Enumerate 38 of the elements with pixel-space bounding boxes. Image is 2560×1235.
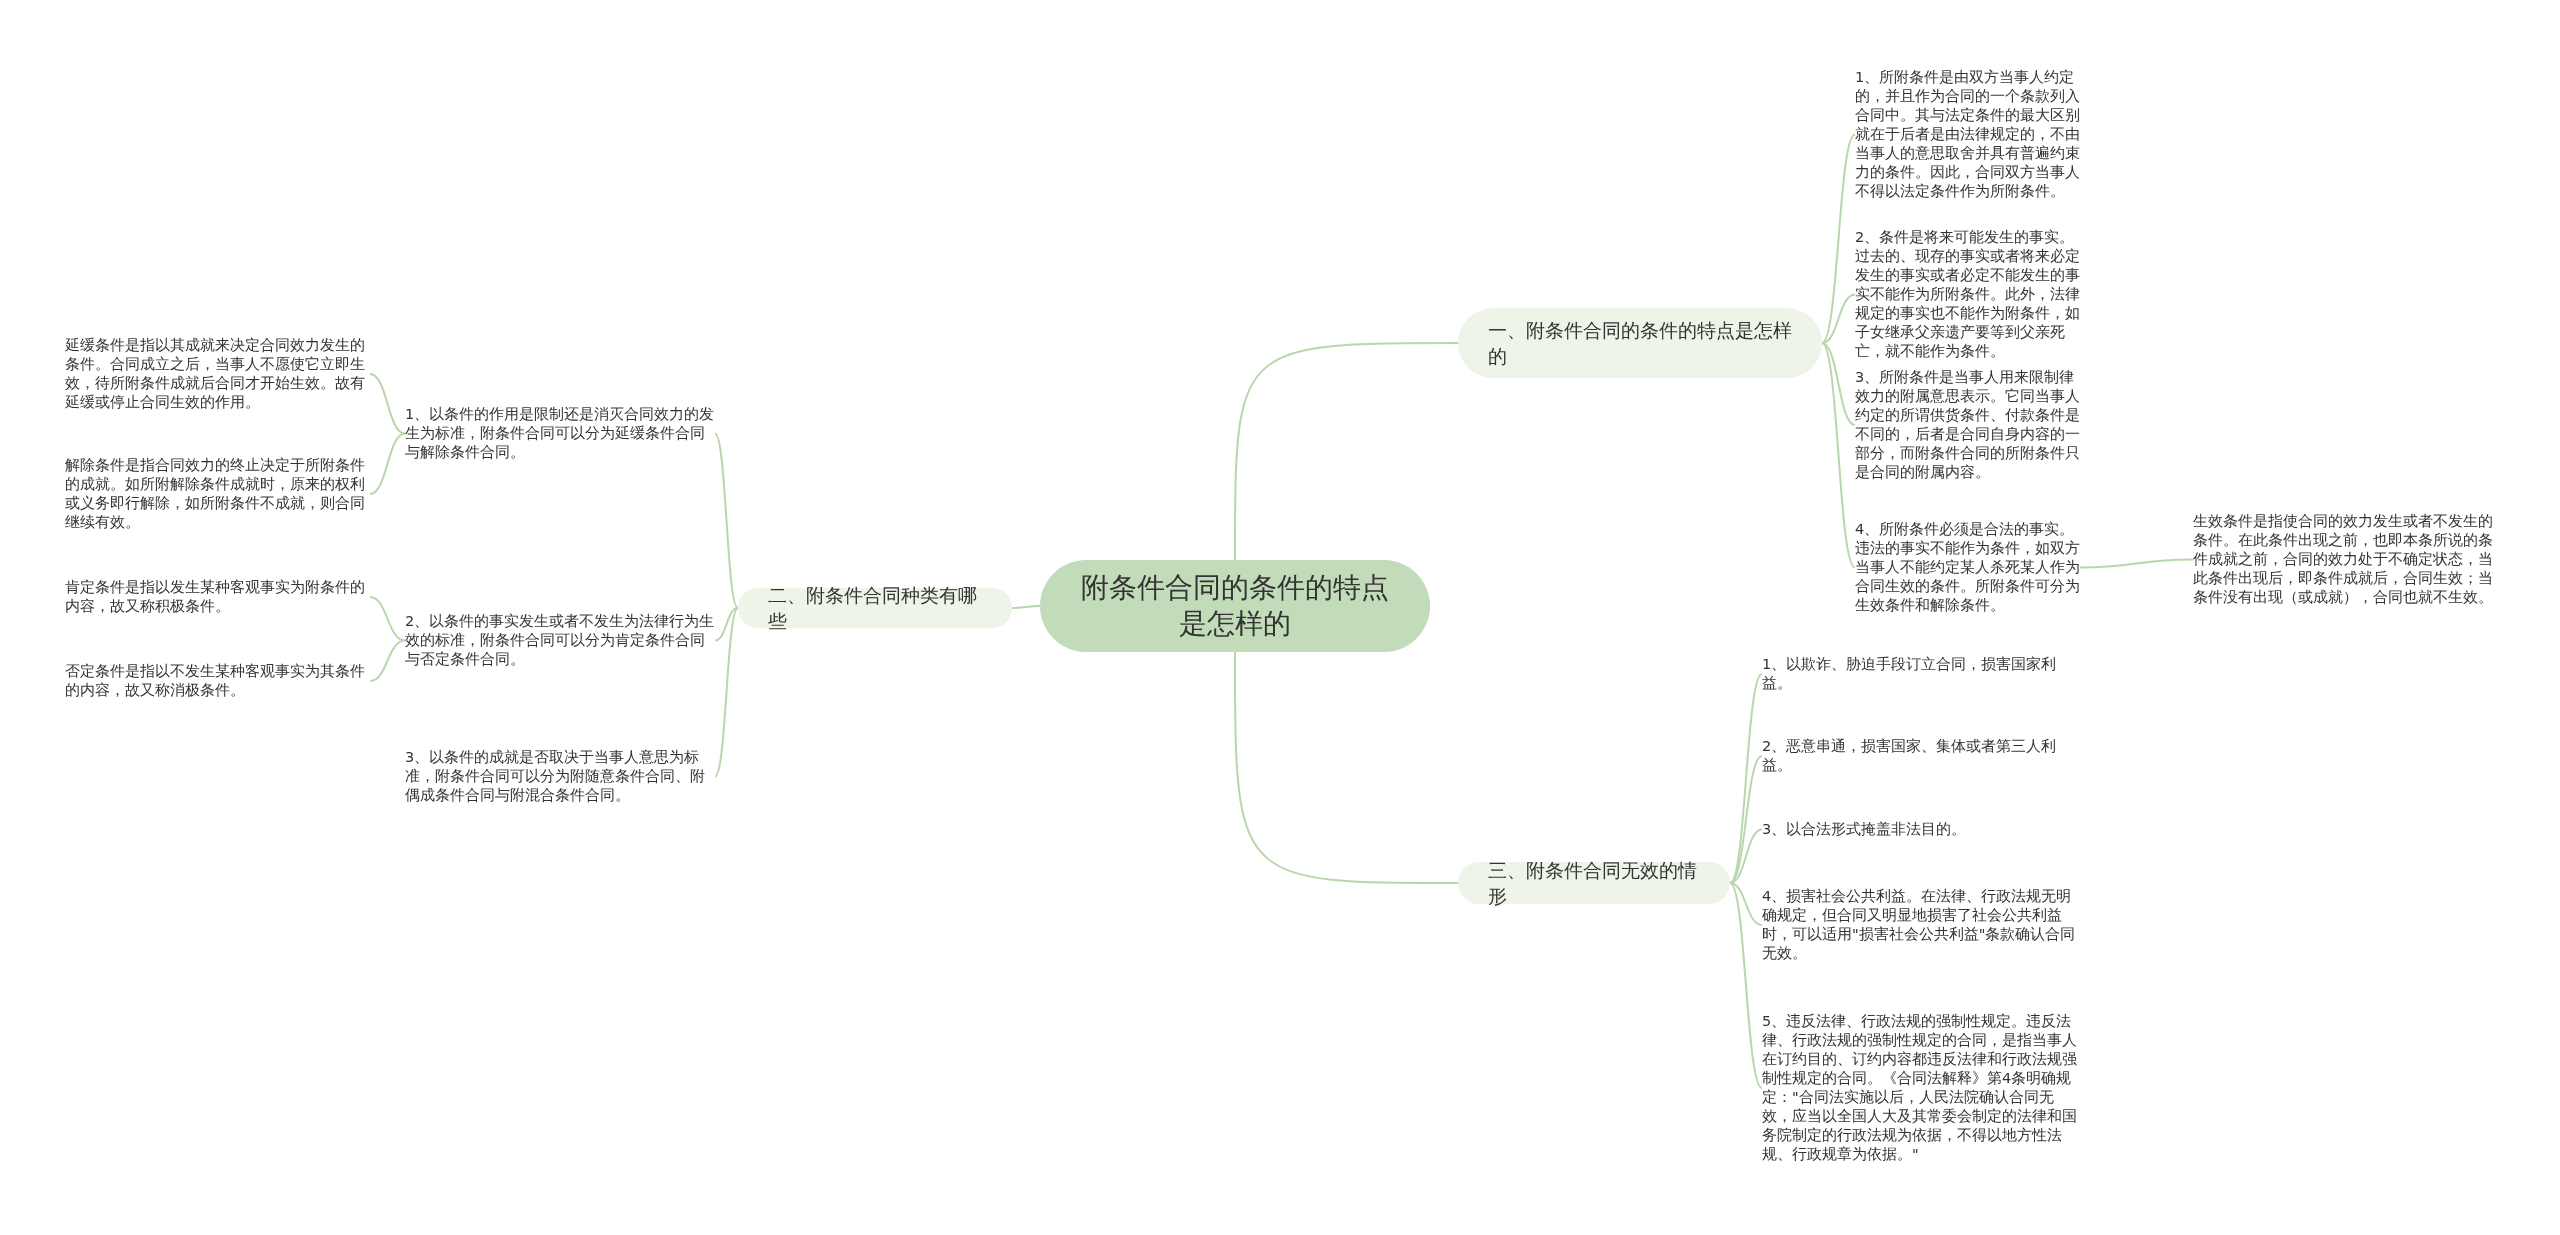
connector — [369, 639, 406, 682]
connector — [1821, 342, 1856, 569]
note-text: 1、以条件的作用是限制还是消灭合同效力的发生为标准，附条件合同可以分为延缓条件合同与解除条件合同。 — [405, 405, 715, 462]
connector — [1821, 342, 1856, 426]
note-text: 4、所附条件必须是合法的事实。违法的事实不能作为条件，如双方当事人不能约定某人杀死某人作为合同生效的条件。所附条件可分为生效条件和解除条件。 — [1855, 520, 2080, 615]
note-text: 延缓条件是指以其成就来决定合同效力发生的条件。合同成立之后，当事人不愿使它立即生效，待所附条件成就后合同才开始生效。故有延缓或停止合同生效的作用。 — [65, 336, 370, 412]
note-text: 2、以条件的事实发生或者不发生为法律行为生效的标准，附条件合同可以分为肯定条件合同与否定条件合同。 — [405, 612, 715, 669]
connector — [1729, 882, 1763, 926]
connector — [1011, 605, 1041, 609]
note-text: 4、损害社会公共利益。在法律、行政法规无明确规定，但合同又明显地损害了社会公共利益时，可以适用"损害社会公共利益"条款确认合同无效。 — [1762, 887, 2082, 963]
note-text: 3、以合法形式掩盖非法目的。 — [1762, 820, 2082, 839]
topic-pill: 二、附条件合同种类有哪些 — [738, 588, 1012, 628]
topic-pill: 三、附条件合同无效的情形 — [1458, 862, 1730, 904]
note-text: 解除条件是指合同效力的终止决定于所附条件的成就。如所附解除条件成就时，原来的权利或义务即行解除，如所附条件不成就，则合同继续有效。 — [65, 456, 370, 532]
connector — [714, 607, 739, 778]
connector — [369, 596, 406, 642]
note-text: 生效条件是指使合同的效力发生或者不发生的条件。在此条件出现之前，也即本条所说的条件成就之前，合同的效力处于不确定状态，当此条件出现后，即条件成就后，合同生效；当条件没有出现（或成就），合同也就不生效。 — [2193, 512, 2498, 607]
note-text: 3、以条件的成就是否取决于当事人意思为标准，附条件合同可以分为附随意条件合同、附偶成条件合同与附混合条件合同。 — [405, 748, 715, 805]
connector — [1729, 882, 1763, 1089]
connector — [714, 607, 739, 642]
note-text: 5、违反法律、行政法规的强制性规定。违反法律、行政法规的强制性规定的合同，是指当事人在订约目的、订约内容都违反法律和行政法规强制性规定的合同。《合同法解释》第4条明确规定："合同法实施以后，人民法院确认合同无效，应当以全国人大及其常委会制定的法律和国务院制定的行政法规为依据，不得以地方性法规、行政规章为依据。" — [1762, 1012, 2082, 1164]
connector — [369, 373, 406, 435]
connector — [1821, 293, 1856, 344]
connector — [1821, 133, 1856, 344]
connector — [1234, 342, 1459, 561]
connector — [714, 432, 739, 609]
note-text: 1、以欺诈、胁迫手段订立合同，损害国家利益。 — [1762, 655, 2082, 693]
connector — [369, 432, 406, 495]
topic-pill: 一、附条件合同的条件的特点是怎样的 — [1458, 308, 1822, 378]
note-text: 否定条件是指以不发生某种客观事实为其条件的内容，故又称消极条件。 — [65, 662, 370, 700]
note-text: 3、所附条件是当事人用来限制律效力的附属意思表示。它同当事人约定的所谓供货条件、付款条件是不同的，后者是合同自身内容的一部分，而附条件合同的所附条件只是合同的附属内容。 — [1855, 368, 2080, 482]
note-text: 1、所附条件是由双方当事人约定的，并且作为合同的一个条款列入合同中。其与法定条件的最大区别就在于后者是由法律规定的，不由当事人的意思取舍并具有普遍约束力的条件。因此，合同双方当事人不得以法定条件作为所附条件。 — [1855, 68, 2080, 201]
note-text: 2、恶意串通，损害国家、集体或者第三人利益。 — [1762, 737, 2082, 775]
note-text: 2、条件是将来可能发生的事实。过去的、现存的事实或者将来必定发生的事实或者必定不能发生的事实不能作为所附条件。此外，法律规定的事实也不能作为附条件，如子女继承父亲遗产要等到父亲死亡，就不能作为条件。 — [1855, 228, 2080, 361]
connector — [1234, 651, 1459, 884]
note-text: 肯定条件是指以发生某种客观事实为附条件的内容，故又称积极条件。 — [65, 578, 370, 616]
central-topic: 附条件合同的条件的特点是怎样的 — [1040, 560, 1430, 652]
connector — [2079, 558, 2194, 569]
